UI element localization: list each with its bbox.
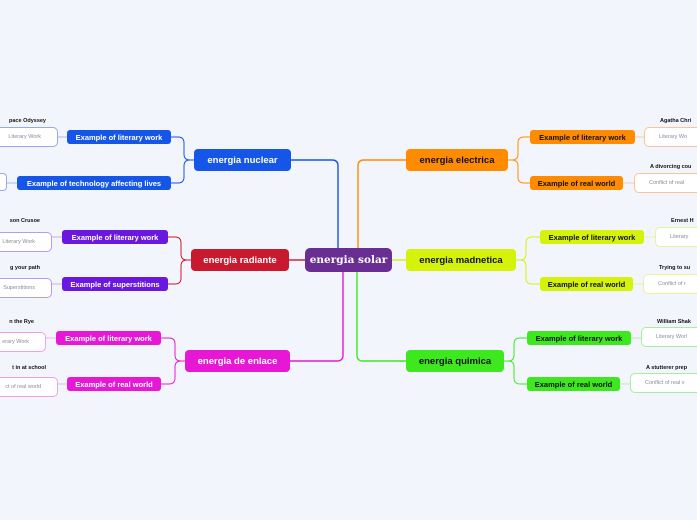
connector-line (171, 136, 194, 161)
subtopic-example-of-literary-work-label: Example of literary work (75, 132, 163, 142)
subtopic-example-of-real-world-label: Example of real world (75, 379, 153, 389)
subtopic-example-of-literary-work[interactable]: Example of literary work (530, 130, 635, 144)
connector-line (161, 360, 185, 385)
connector-line (168, 259, 191, 285)
leaf-card-text: Conflict of real (649, 180, 685, 186)
subtopic-example-of-literary-work-label: Example of literary work (65, 333, 152, 343)
subtopic-example-of-real-world[interactable]: Example of real world (527, 377, 620, 391)
leaf-card-text: ct of real world (5, 384, 41, 390)
branch-energia-quimica-label: energia quimica (418, 355, 492, 367)
leaf-card-text: Literary Wo (659, 134, 688, 140)
leaf-title[interactable]: William Shak (657, 319, 691, 325)
subtopic-example-of-literary-work[interactable]: Example of literary work (56, 331, 161, 345)
leaf-title[interactable]: Ernest H (671, 218, 694, 224)
subtopic-example-of-real-world[interactable]: Example of real world (530, 176, 623, 190)
branch-energia-de-enlace[interactable]: energia de enlace (185, 350, 290, 372)
leaf-card-text: Literary (670, 234, 689, 240)
branch-energia-electrica[interactable]: energia electrica (406, 149, 508, 171)
connector-line (171, 159, 194, 184)
subtopic-example-of-literary-work-label: Example of literary work (535, 333, 623, 343)
subtopic-example-of-technology-affecting-lives[interactable]: Example of technology affecting lives (17, 176, 171, 190)
connector-line (291, 159, 345, 261)
leaf-card[interactable]: Superstitions (0, 278, 52, 298)
leaf-card[interactable]: Conflict of real (634, 173, 697, 193)
leaf-card-text: Literary Work (8, 134, 41, 140)
subtopic-example-of-superstitions-label: Example of superstitions (70, 279, 160, 289)
branch-energia-madnetica-label: energia madnetica (419, 254, 503, 266)
branch-energia-electrica-label: energia electrica (419, 154, 495, 166)
branch-energia-quimica[interactable]: energia quimica (406, 350, 504, 372)
subtopic-example-of-literary-work-label: Example of literary work (539, 132, 626, 142)
subtopic-example-of-real-world-label: Example of real world (534, 379, 613, 389)
central-topic-label: energia solar (309, 254, 388, 266)
leaf-title[interactable]: A divorcing cou (650, 164, 692, 170)
subtopic-example-of-real-world[interactable]: Example of real world (67, 377, 161, 391)
subtopic-example-of-real-world[interactable]: Example of real world (540, 277, 633, 291)
leaf-title[interactable]: son Crusoe (9, 218, 40, 224)
subtopic-example-of-literary-work[interactable]: Example of literary work (527, 331, 631, 345)
subtopic-example-of-literary-work[interactable]: Example of literary work (62, 230, 168, 244)
subtopic-example-of-real-world-label: Example of real world (547, 279, 626, 289)
branch-energia-nuclear-label: energia nuclear (207, 154, 278, 166)
connector-line (504, 360, 527, 385)
leaf-card[interactable]: Conflict of r (643, 274, 697, 294)
connector-line (504, 337, 527, 362)
branch-energia-radiante[interactable]: energia radiante (191, 249, 289, 271)
leaf-title[interactable]: n the Rye (9, 319, 34, 325)
connector-line (351, 159, 406, 261)
leaf-card[interactable]: Literary Work (0, 232, 52, 252)
leaf-card[interactable]: Literary Worl (641, 327, 697, 347)
connector-line (508, 136, 530, 161)
leaf-card[interactable]: erary Work (0, 332, 46, 352)
subtopic-example-of-literary-work[interactable]: Example of literary work (540, 230, 644, 244)
leaf-card[interactable]: Conflict of real v (630, 373, 697, 393)
leaf-card-text: Conflict of r (658, 281, 686, 287)
leaf-title[interactable]: g your path (10, 265, 40, 271)
leaf-card-text: Superstitions (3, 285, 35, 291)
connector-line (161, 337, 185, 362)
leaf-title[interactable]: t in at school (12, 365, 46, 371)
connector-line (516, 259, 540, 285)
leaf-card[interactable]: Literary (655, 227, 697, 247)
central-topic[interactable]: energia solar (305, 248, 392, 272)
subtopic-example-of-technology-affecting-lives-label: Example of technology affecting lives (26, 178, 162, 188)
branch-energia-de-enlace-label: energia de enlace (197, 355, 278, 367)
leaf-card-text: Literary Worl (656, 334, 688, 340)
subtopic-example-of-literary-work-label: Example of literary work (548, 232, 636, 242)
leaf-card[interactable]: Literary Work (0, 127, 58, 147)
connector-line (508, 159, 530, 184)
branch-energia-nuclear[interactable]: energia nuclear (194, 149, 291, 171)
leaf-card-text: Conflict of real v (645, 380, 685, 386)
branch-energia-radiante-label: energia radiante (203, 254, 277, 266)
leaf-card-text: Literary Work (2, 239, 35, 245)
leaf-card-text: erary Work (2, 339, 29, 345)
connector-line (516, 236, 540, 261)
leaf-card[interactable]: ct of real world (0, 377, 58, 397)
connector-line (290, 259, 350, 362)
subtopic-example-of-literary-work[interactable]: Example of literary work (67, 130, 171, 144)
subtopic-example-of-superstitions[interactable]: Example of superstitions (62, 277, 168, 291)
subtopic-example-of-real-world-label: Example of real world (537, 178, 616, 188)
leaf-card[interactable]: Literary Wo (644, 127, 697, 147)
leaf-title[interactable]: Trying to su (659, 265, 691, 271)
subtopic-example-of-literary-work-label: Example of literary work (71, 232, 159, 242)
leaf-title[interactable]: Agatha Chri (660, 118, 692, 124)
leaf-title[interactable]: pace Odyssey (9, 118, 46, 124)
leaf-title[interactable]: A stutterer prep (646, 365, 688, 371)
branch-energia-madnetica[interactable]: energia madnetica (406, 249, 516, 271)
connector-line (168, 236, 191, 261)
connector-line (350, 259, 406, 362)
leaf-card[interactable] (0, 173, 7, 191)
